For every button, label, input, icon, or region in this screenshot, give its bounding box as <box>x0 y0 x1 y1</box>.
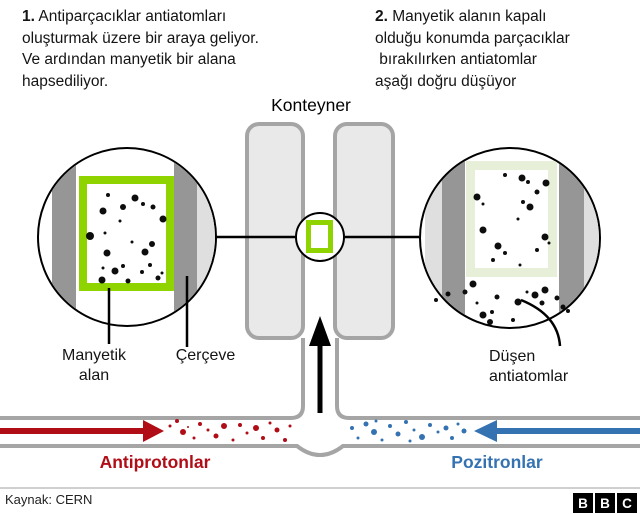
frame-band-right <box>559 149 584 327</box>
tube-top-wall-right <box>335 338 640 420</box>
magnetic-field-label: Manyetik alan <box>61 347 127 384</box>
falling-antiatom-dots <box>434 280 570 325</box>
footer-divider <box>0 487 640 489</box>
antiproton-dots <box>168 419 292 442</box>
source-credit: Kaynak: CERN <box>5 492 93 507</box>
step-2-body: Manyetik alanın kapalı olduğu konumda pa… <box>375 8 570 90</box>
bbc-logo-block-b2: B <box>595 493 615 513</box>
released-antiatom-dots-upper <box>473 173 551 267</box>
tube-top-wall-left <box>0 338 305 420</box>
frame-band-light <box>197 149 215 325</box>
step-2-number: 2. <box>375 8 388 25</box>
up-arrow-head <box>309 316 331 346</box>
magnified-view-field-off <box>419 147 601 329</box>
magnetic-field-rect <box>79 176 174 291</box>
falling-antiatoms-label: Düşen antiatomlar <box>489 348 569 385</box>
tube-bottom-wall <box>0 444 640 457</box>
container-label: Konteyner <box>271 95 351 115</box>
container-zoom-spot <box>295 212 345 262</box>
step-1-body: Antiparçacıklar antiatomları oluşturmak … <box>22 8 259 90</box>
step-1-text: 1. Antiparçacıklar antiatomları oluşturm… <box>22 6 354 92</box>
frame-band-left <box>442 149 465 327</box>
frame-band-light-right <box>584 149 599 327</box>
frame-band-right <box>174 149 197 325</box>
leader-falling-antiatoms <box>520 298 562 347</box>
frame-label: Çerçeve <box>175 347 236 364</box>
positron-dots <box>350 419 467 443</box>
positrons-label: Pozitronlar <box>451 452 543 472</box>
antiproton-arrow-head <box>143 420 164 442</box>
positron-arrow-head <box>474 420 497 442</box>
step-1-number: 1. <box>22 8 35 25</box>
frame-band-left <box>52 149 76 325</box>
antiprotons-label: Antiprotonlar <box>99 452 211 472</box>
bbc-logo-block-c: C <box>617 493 637 513</box>
bbc-logo-block-b1: B <box>573 493 593 513</box>
magnetic-field-off-rect <box>466 161 557 277</box>
bbc-logo: B B C <box>573 493 637 513</box>
mini-magnetic-field-rect <box>306 220 333 253</box>
step-2-text: 2. Manyetik alanın kapalı olduğu konumda… <box>375 6 637 92</box>
frame-band-light-left <box>425 149 442 327</box>
trapped-antiatom-dots <box>86 193 167 284</box>
